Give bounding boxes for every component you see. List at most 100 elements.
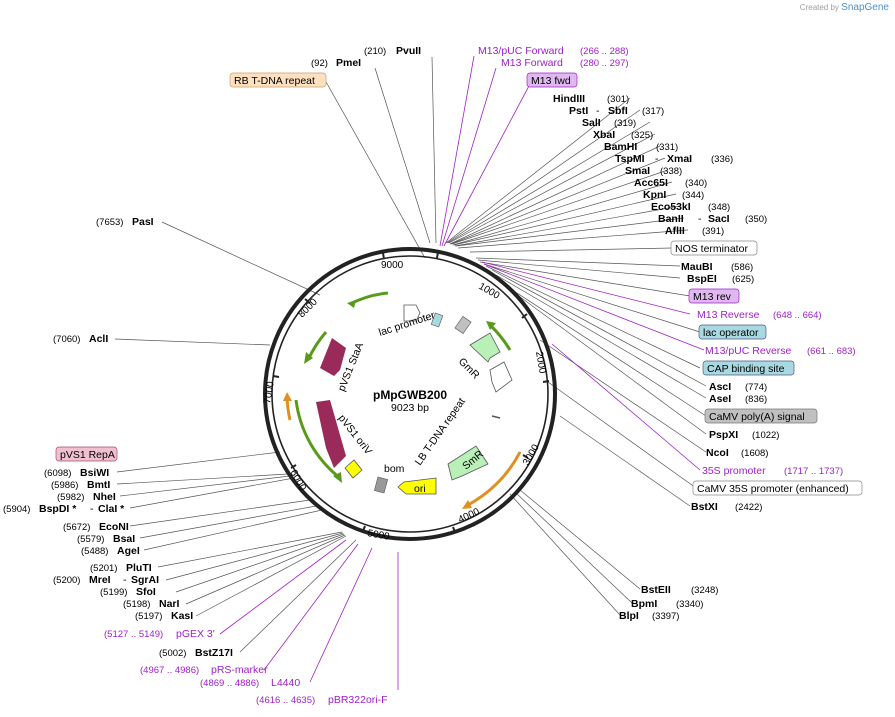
lb-tdna-marker xyxy=(491,415,501,419)
tspmi-label: TspMI xyxy=(615,153,645,165)
saci-label: SacI xyxy=(708,213,730,225)
pvs1-staa-arrow xyxy=(320,338,346,376)
rb-tdna-label: RB T-DNA repeat xyxy=(234,75,315,87)
m13-forward-pos: (280 .. 297) xyxy=(580,58,629,69)
bsai-label: BsaI xyxy=(113,533,135,545)
mrei-pos: (5200) xyxy=(53,575,80,586)
arrowhead-orange-left xyxy=(283,392,292,401)
pasi-label: PasI xyxy=(132,216,154,228)
hindiii-pos: (301) xyxy=(607,94,629,105)
bspei-pos: (625) xyxy=(732,274,754,285)
kasi-pos: (5197) xyxy=(135,611,162,622)
camv-polya-box xyxy=(704,408,818,424)
sfoi-pos: (5199) xyxy=(100,587,127,598)
bsteii-pos: (3248) xyxy=(691,585,718,596)
pspxi-pos: (1022) xyxy=(752,430,779,441)
oriv-box xyxy=(344,459,363,479)
backbone-outer-ring xyxy=(263,247,557,541)
m13-rev-label: M13 rev xyxy=(693,291,732,303)
econi-label: EcoNI xyxy=(99,521,129,533)
kasi-label: KasI xyxy=(171,610,193,622)
clai-label: ClaI * xyxy=(98,503,125,515)
m13-forward-label: M13 Forward xyxy=(501,57,563,69)
nos-terminator-box xyxy=(670,240,758,256)
bmti-label: BmtI xyxy=(87,479,110,491)
bstz17i-label: BstZ17I xyxy=(195,647,233,659)
acc65i-label: Acc65I xyxy=(634,177,668,189)
arrowhead-green-lower-left xyxy=(333,472,342,483)
nhei-pos: (5982) xyxy=(57,492,84,503)
econi-pos: (5672) xyxy=(63,522,90,533)
bsiwi-pos: (6098) xyxy=(44,468,71,479)
tick-label: 5000 xyxy=(366,528,390,543)
maubi-label: MauBI xyxy=(681,261,713,273)
sfoi-label: SfoI xyxy=(136,586,156,598)
l4440-label: L4440 xyxy=(271,677,300,689)
ori-label: ori xyxy=(414,483,426,495)
asei-label: AseI xyxy=(709,393,731,405)
asci-pos: (774) xyxy=(745,382,767,393)
bamhi-pos: (331) xyxy=(656,142,678,153)
arrowhead-green-right xyxy=(486,321,496,330)
dash: - xyxy=(90,503,94,515)
nos-terminator-label: NOS terminator xyxy=(675,243,748,255)
ori-arrow xyxy=(397,477,437,495)
sbfi-pos: (317) xyxy=(642,106,664,117)
kpni-pos: (344) xyxy=(682,190,704,201)
arrowhead-green-left xyxy=(304,352,313,364)
tick-label: 2000 xyxy=(533,351,548,375)
bstxi-label: BstXI xyxy=(691,501,718,513)
bpmi-label: BpmI xyxy=(631,598,657,610)
camv-polya-label: CaMV poly(A) signal xyxy=(709,411,805,423)
pluti-label: PluTI xyxy=(126,562,152,574)
asei-pos: (836) xyxy=(745,394,767,405)
leader-lines xyxy=(114,56,707,653)
backbone-inner-ring xyxy=(271,255,549,533)
lac-operator-box-label xyxy=(698,324,767,340)
pbr322-pos: (4616 .. 4635) xyxy=(256,695,315,706)
bsteii-label: BstEII xyxy=(641,584,671,596)
dash: - xyxy=(655,153,659,165)
lac-operator-label: lac operator xyxy=(703,327,759,339)
nari-pos: (5198) xyxy=(123,599,150,610)
m13-rev-box xyxy=(688,288,740,304)
camv35s-label: CaMV 35S promoter (enhanced) xyxy=(697,483,849,495)
bsai-pos: (5579) xyxy=(77,534,104,545)
arrowhead-green-top xyxy=(347,300,356,308)
top-left-labels: (210) PvuII (92) PmeI xyxy=(311,45,421,69)
lac-promoter-arrow xyxy=(403,304,421,322)
bom-label: bom xyxy=(384,463,405,475)
arc-green-lower-left xyxy=(294,399,341,480)
bstz17i-pos: (5002) xyxy=(159,648,186,659)
smai-label: SmaI xyxy=(625,165,650,177)
snapgene-brand: Created by SnapGene xyxy=(799,2,889,13)
m13-puc-reverse-pos: (661 .. 683) xyxy=(807,346,856,357)
pgex3-pos: (5127 .. 5149) xyxy=(104,629,163,640)
aflii-pos: (391) xyxy=(702,226,724,237)
m13-fwd-box xyxy=(526,72,578,88)
sgrai-label: SgrAI xyxy=(131,574,159,586)
dash: - xyxy=(596,105,600,117)
acc65i-pos: (340) xyxy=(685,178,707,189)
pvuii-label: PvuII xyxy=(396,45,421,57)
arc-orange-right xyxy=(465,451,522,508)
m13-reverse-label: M13 Reverse xyxy=(697,309,760,321)
right-sites: HindIII (301) PstI - SbfI (317) SalI (31… xyxy=(553,93,767,237)
saci-pos: (350) xyxy=(745,214,767,225)
lac-operator-box xyxy=(430,312,444,328)
pmei-pos: (92) xyxy=(311,58,328,69)
m13-fwd-label: M13 fwd xyxy=(531,75,571,87)
polyA-box xyxy=(454,315,472,335)
xbai-label: XbaI xyxy=(593,129,615,141)
ring-ticks xyxy=(272,251,550,533)
banii-label: BanII xyxy=(658,213,684,225)
bstxi-pos: (2422) xyxy=(735,502,762,513)
bspdi-label: BspDI * xyxy=(39,503,77,515)
arrowhead-orange-right xyxy=(462,500,472,509)
sali-label: SalI xyxy=(582,117,601,129)
tick-label: 1000 xyxy=(477,281,502,302)
eco53ki-label: Eco53kI xyxy=(651,201,691,213)
blpi-label: BlpI xyxy=(619,610,639,622)
xbai-pos: (325) xyxy=(631,130,653,141)
gmr-arrow xyxy=(469,332,501,363)
